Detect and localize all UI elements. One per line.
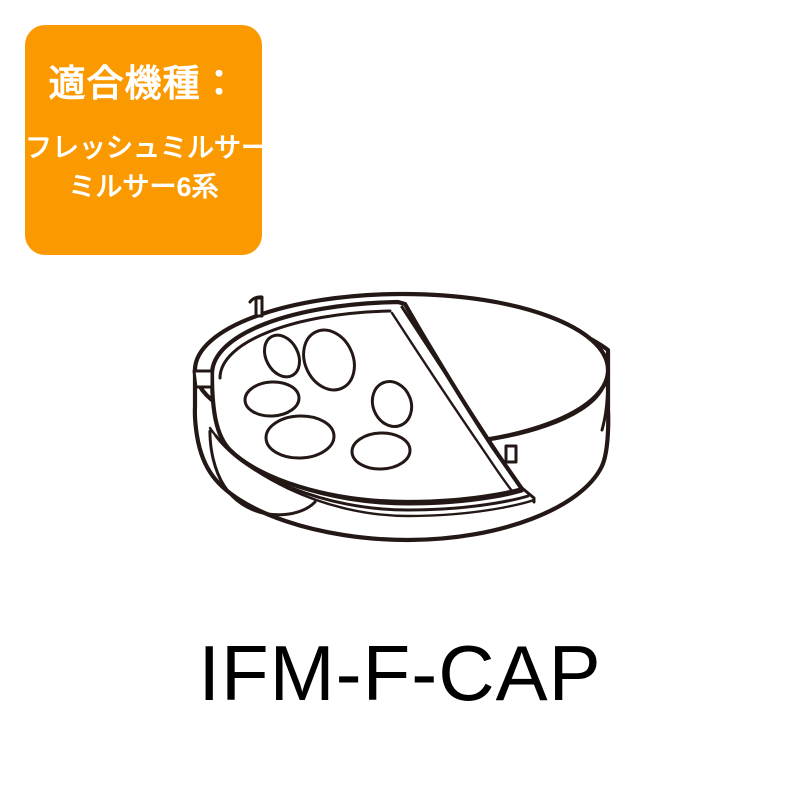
- product-illustration: [150, 250, 660, 570]
- lid-finger-notch-arc: [208, 429, 317, 517]
- product-code-caption: IFM-F-CAP: [198, 629, 602, 717]
- lid-hinge-tab-edge: [248, 295, 264, 304]
- lid-hole-bottom-right: [350, 431, 412, 471]
- bowl-right-wall-line: [600, 370, 610, 432]
- lid-hole-large-bottom-left: [264, 414, 336, 460]
- lid-left-nub: [192, 369, 214, 389]
- lid-hole-small-right: [370, 380, 414, 428]
- compatible-models-badge: 適合機種： フレッシュミルサー ミルサー6系: [25, 25, 268, 255]
- product-illustration-svg: [192, 291, 611, 543]
- compatible-model-item: フレッシュミルサー: [25, 133, 268, 164]
- lid-front-edge-line-3: [208, 426, 536, 518]
- lid-cut-edge-step-tab: [504, 444, 518, 464]
- lid-hole-large-top: [302, 328, 356, 392]
- lid-hole-mid-left: [243, 380, 301, 418]
- lid-wedge-cut-edge-line-2: [390, 311, 514, 493]
- lid-wedge-cut-edge-line-1: [400, 305, 522, 489]
- compatible-models-list: フレッシュミルサー ミルサー6系: [25, 129, 268, 207]
- compatible-model-item: ミルサー6系: [68, 172, 219, 203]
- compatible-models-label: 適合機種：: [48, 63, 239, 104]
- lid-edge-right-cap: [520, 486, 536, 504]
- lid-hinge-tab: [254, 296, 264, 318]
- lid-wedge-back-rim-line: [218, 309, 392, 380]
- lid-hole-small-top-left: [262, 333, 302, 379]
